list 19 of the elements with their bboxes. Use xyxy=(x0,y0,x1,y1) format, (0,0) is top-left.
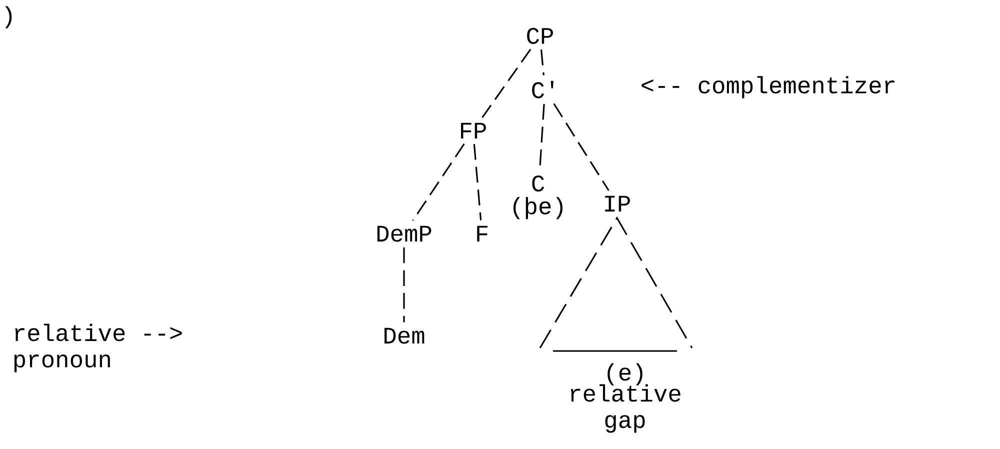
tree-branch xyxy=(482,48,532,118)
node-label: (e) relative gap xyxy=(570,363,680,433)
node-label: CP xyxy=(527,28,553,44)
node-label: F xyxy=(477,226,488,242)
annotation: relative --> pronoun xyxy=(14,324,182,372)
node-label: C (þe) xyxy=(514,175,562,220)
node-label: IP xyxy=(605,196,630,212)
tree-branch xyxy=(412,143,465,221)
tree-branch xyxy=(539,104,545,168)
node-label: FP xyxy=(461,122,486,138)
node-label: DemP xyxy=(377,226,432,242)
tree-branch xyxy=(473,144,482,220)
tree-branch xyxy=(403,247,405,322)
annotation: ) xyxy=(5,6,12,28)
annotation: <-- complementizer xyxy=(642,76,894,98)
tree-branch xyxy=(553,103,610,191)
tree-branch xyxy=(540,50,544,76)
node-label: C' xyxy=(532,80,554,98)
node-label: Dem xyxy=(384,328,424,344)
